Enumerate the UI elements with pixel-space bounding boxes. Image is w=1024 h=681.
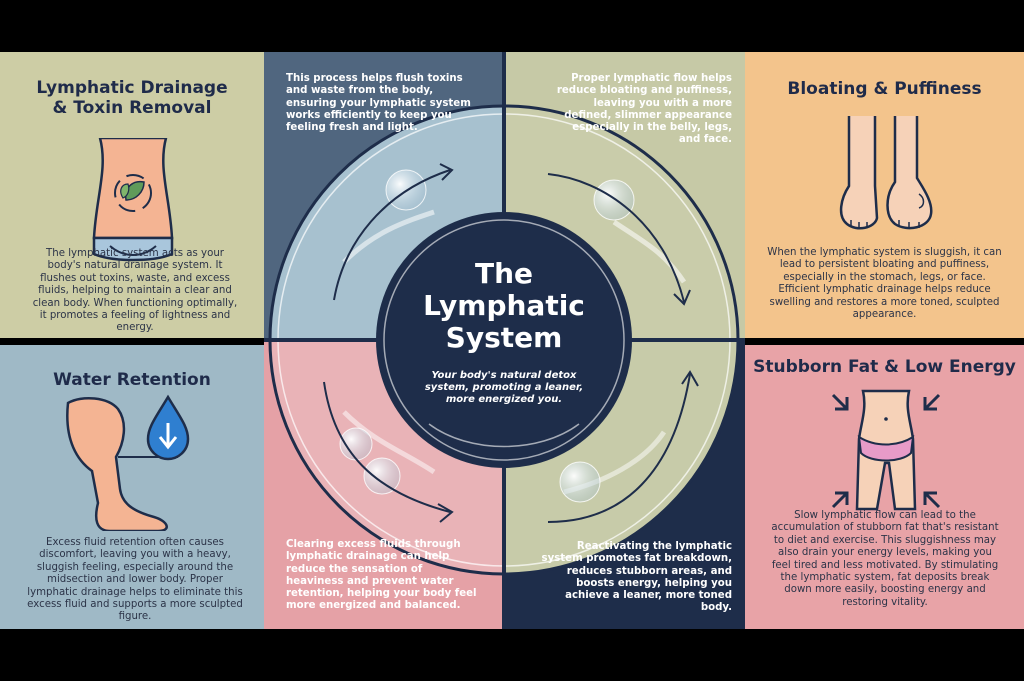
panel-body: The lymphatic system acts as your body's… <box>32 248 238 334</box>
panel-body: When the lymphatic system is sluggish, i… <box>767 247 1002 321</box>
panel-lymphatic-drainage: Lymphatic Drainage & Toxin Removal The l… <box>0 52 264 338</box>
panel-title: Water Retention <box>53 370 211 390</box>
panel-title: Lymphatic Drainage & Toxin Removal <box>0 78 264 118</box>
title-line: Lymphatic <box>423 289 585 322</box>
center-graphic <box>264 52 745 629</box>
panel-body: Excess fluid retention often causes disc… <box>27 537 243 623</box>
panel-water-retention: Water Retention Excess fluid retention o… <box>0 345 264 629</box>
title-line: System <box>445 321 563 354</box>
center-tagline: Your body's natural detox system, promot… <box>424 370 584 405</box>
belly-leaf-icon <box>88 138 178 264</box>
panel-stubborn-fat: Stubborn Fat & Low Energy Slow lymphatic… <box>745 345 1024 629</box>
quadrant-text-top-right: Proper lymphatic flow helps reduce bloat… <box>556 73 732 146</box>
quadrant-text-top-left: This process helps flush toxins and wast… <box>286 73 471 134</box>
title-line: The <box>474 257 534 290</box>
title-line: & Toxin Removal <box>52 98 212 118</box>
quadrant-text-bottom-left: Clearing excess fluids through lymphatic… <box>286 539 477 612</box>
hips-compress-icon <box>831 389 941 513</box>
panel-title: Bloating & Puffiness <box>787 79 982 99</box>
center-title: The Lymphatic System <box>384 258 624 354</box>
panel-title: Stubborn Fat & Low Energy <box>753 357 1016 377</box>
quadrant-text-bottom-right: Reactivating the lymphatic system promot… <box>541 541 732 614</box>
leg-water-drop-icon <box>62 391 202 531</box>
panel-bloating: Bloating & Puffiness When the lymphatic … <box>745 52 1024 338</box>
panel-body: Slow lymphatic flow can lead to the accu… <box>771 510 999 608</box>
title-line: Lymphatic Drainage <box>36 78 228 98</box>
swollen-feet-icon <box>835 116 935 236</box>
